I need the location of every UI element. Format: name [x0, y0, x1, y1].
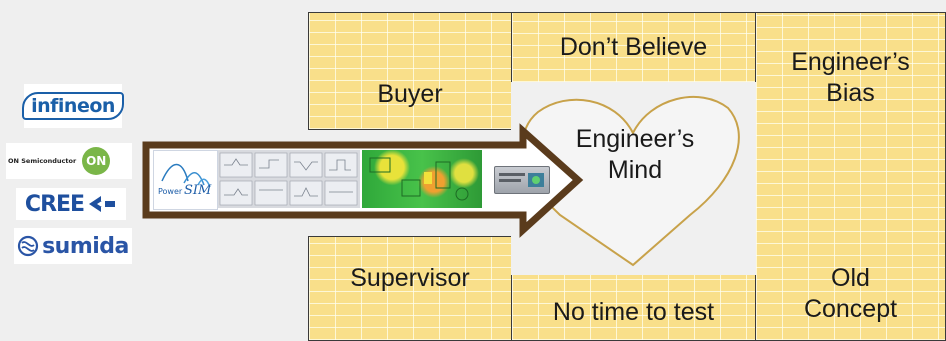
dont-believe-label: Don’t Believe — [559, 32, 708, 61]
engineers-bias-line1: Engineer’s — [791, 48, 910, 76]
powersim-logo: Power SIM — [153, 150, 218, 210]
on-badge-text: ON — [86, 154, 107, 168]
on-semiconductor-logo: ON Semiconductor ON — [6, 143, 132, 179]
infineon-logo-text: infineon — [22, 92, 124, 120]
sumida-logo: sumida — [14, 228, 132, 264]
no-time-label: No time to test — [552, 297, 715, 326]
infineon-logo: infineon — [22, 84, 124, 128]
cree-logo-text: CREE — [24, 191, 85, 217]
buyer-label: Buyer — [377, 80, 443, 109]
old-concept-line1: Old — [831, 264, 870, 292]
box-engineers-bias: Engineer’s Bias Old Concept — [755, 12, 946, 341]
powersim-power-text: Power — [158, 187, 183, 196]
old-concept-line2: Concept — [803, 295, 898, 324]
powersim-wave-icon — [161, 163, 211, 188]
box-dont-believe: Don’t Believe — [511, 12, 756, 83]
thermal-map-image — [362, 150, 482, 208]
thumbnail-grid-icon — [219, 152, 358, 206]
powersim-sim-text: SIM — [184, 183, 212, 198]
thermal-detail-icon — [369, 157, 469, 201]
supervisor-label: Supervisor — [350, 263, 470, 292]
heart-line1: Engineer’s — [575, 125, 695, 153]
sumida-logo-text: sumida — [42, 233, 129, 259]
cree-arrow-icon — [89, 196, 116, 212]
heart-label: Engineer’s Mind — [540, 124, 730, 187]
screenshot-thumbnails — [218, 150, 360, 208]
on-semi-text: ON Semiconductor — [8, 157, 77, 165]
cree-logo: CREE — [16, 188, 126, 220]
heart-line2: Mind — [607, 156, 663, 185]
box-no-time-to-test: No time to test — [511, 274, 756, 341]
on-badge-icon: ON — [82, 147, 111, 175]
engineers-bias-line2: Bias — [826, 79, 875, 108]
box-buyer: Buyer — [308, 12, 512, 130]
device-module-icon — [494, 166, 550, 194]
sumida-swirl-icon — [17, 235, 39, 257]
